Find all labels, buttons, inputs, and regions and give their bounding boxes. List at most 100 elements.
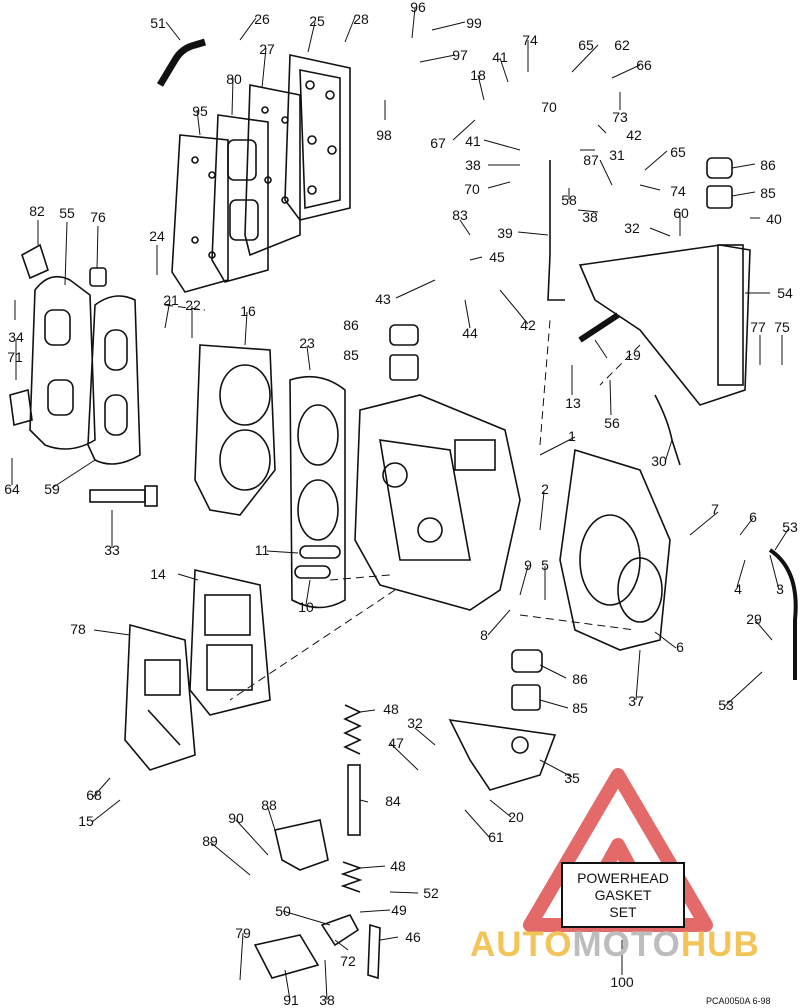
callout-46: 46 — [405, 929, 421, 945]
wire-30 — [654, 394, 681, 466]
callout-28: 28 — [353, 11, 369, 27]
callout-25: 25 — [309, 13, 325, 29]
mount-86-lower — [511, 649, 543, 673]
callout-3: 3 — [776, 581, 784, 597]
callout-41b: 41 — [465, 133, 481, 149]
callout-34: 34 — [8, 329, 24, 345]
gasket-59 — [87, 295, 141, 465]
callout-65b: 65 — [670, 144, 686, 160]
bracket-88 — [274, 819, 329, 871]
head-gasket-23 — [289, 375, 346, 609]
gasket-27 — [244, 84, 301, 257]
callout-85c: 85 — [572, 700, 588, 716]
callout-24: 24 — [149, 228, 165, 244]
callout-22: 22 — [185, 297, 201, 313]
kit-label-line-1: POWERHEAD — [577, 869, 669, 886]
callout-53b: 53 — [718, 697, 734, 713]
callout-23: 23 — [299, 335, 315, 351]
callout-76: 76 — [90, 209, 106, 225]
mount-86-middle — [389, 324, 419, 346]
callout-72: 72 — [340, 953, 356, 969]
callout-80: 80 — [226, 71, 242, 87]
leader-lines — [11, 7, 790, 1001]
callout-74b: 74 — [670, 183, 686, 199]
callout-43: 43 — [375, 291, 391, 307]
callout-86a: 86 — [760, 157, 776, 173]
callout-8: 8 — [480, 627, 488, 643]
callout-68: 68 — [86, 787, 102, 803]
callout-32b: 32 — [407, 715, 423, 731]
callout-59: 59 — [44, 481, 60, 497]
callout-56: 56 — [604, 415, 620, 431]
callout-26: 26 — [254, 11, 270, 27]
callout-19: 19 — [625, 347, 641, 363]
alignment-lines — [164, 304, 641, 701]
gasket-95 — [171, 134, 229, 293]
callout-55: 55 — [59, 205, 75, 221]
spring-76 — [89, 267, 107, 287]
watermark-part-1: AUTO — [470, 925, 573, 964]
drawing-code: PCA0050A 6-98 — [706, 996, 771, 1006]
callout-66: 66 — [636, 57, 652, 73]
callout-35: 35 — [564, 770, 580, 786]
callout-77: 77 — [750, 319, 766, 335]
callout-70b: 70 — [464, 181, 480, 197]
callout-41a: 41 — [492, 49, 508, 65]
callout-65a: 65 — [578, 37, 594, 53]
callout-18: 18 — [470, 67, 486, 83]
cylinder-head-16 — [194, 344, 276, 516]
callout-numbers: 51 26 25 28 96 99 97 74 65 62 27 80 95 4… — [4, 0, 798, 1008]
callout-90: 90 — [228, 810, 244, 826]
hose-29 — [768, 548, 798, 680]
kit-label-line-3: SET — [609, 903, 637, 920]
callout-83: 83 — [452, 207, 468, 223]
callout-82: 82 — [29, 203, 45, 219]
callout-47: 47 — [388, 735, 404, 751]
link-46 — [367, 923, 381, 980]
callout-91: 91 — [283, 992, 299, 1008]
callout-96: 96 — [410, 0, 426, 15]
callout-53a: 53 — [782, 519, 798, 535]
exhaust-inner-plate-80 — [211, 114, 269, 283]
callout-2: 2 — [541, 481, 549, 497]
callout-85b: 85 — [343, 347, 359, 363]
hose-51 — [156, 38, 207, 87]
callout-84: 84 — [385, 793, 401, 809]
callout-40: 40 — [766, 211, 782, 227]
callout-38b: 38 — [582, 209, 598, 225]
callout-95: 95 — [192, 103, 208, 119]
callout-42b: 42 — [520, 317, 536, 333]
crankcase-half — [559, 448, 671, 651]
callout-13: 13 — [565, 395, 581, 411]
kit-label-line-2: GASKET — [594, 886, 652, 903]
callout-16: 16 — [240, 303, 256, 319]
callout-29: 29 — [746, 611, 762, 627]
callout-39: 39 — [497, 225, 513, 241]
clip-71 — [9, 388, 33, 427]
callout-48a: 48 — [383, 701, 399, 717]
intake-manifold-78 — [124, 623, 196, 771]
callout-86c: 86 — [572, 671, 588, 687]
cylinder-block — [354, 394, 521, 611]
callout-85a: 85 — [760, 185, 776, 201]
callout-58: 58 — [561, 192, 577, 208]
callout-38c: 38 — [319, 992, 335, 1008]
callout-70a: 70 — [541, 99, 557, 115]
callout-50: 50 — [275, 903, 291, 919]
callout-6b: 6 — [676, 639, 684, 655]
callout-73: 73 — [612, 109, 628, 125]
callout-51: 51 — [150, 15, 166, 31]
callout-20: 20 — [508, 809, 524, 825]
callout-78: 78 — [70, 621, 86, 637]
callout-64: 64 — [4, 481, 20, 497]
callout-37: 37 — [628, 693, 644, 709]
intake-gasket-14 — [189, 569, 271, 716]
callout-9: 9 — [524, 557, 532, 573]
mount-85-lower — [511, 684, 541, 711]
spring-48-lower — [340, 861, 363, 893]
mount-86-upper — [706, 157, 733, 179]
callout-48b: 48 — [390, 858, 406, 874]
callout-60: 60 — [673, 205, 689, 221]
tube-10 — [294, 565, 331, 579]
